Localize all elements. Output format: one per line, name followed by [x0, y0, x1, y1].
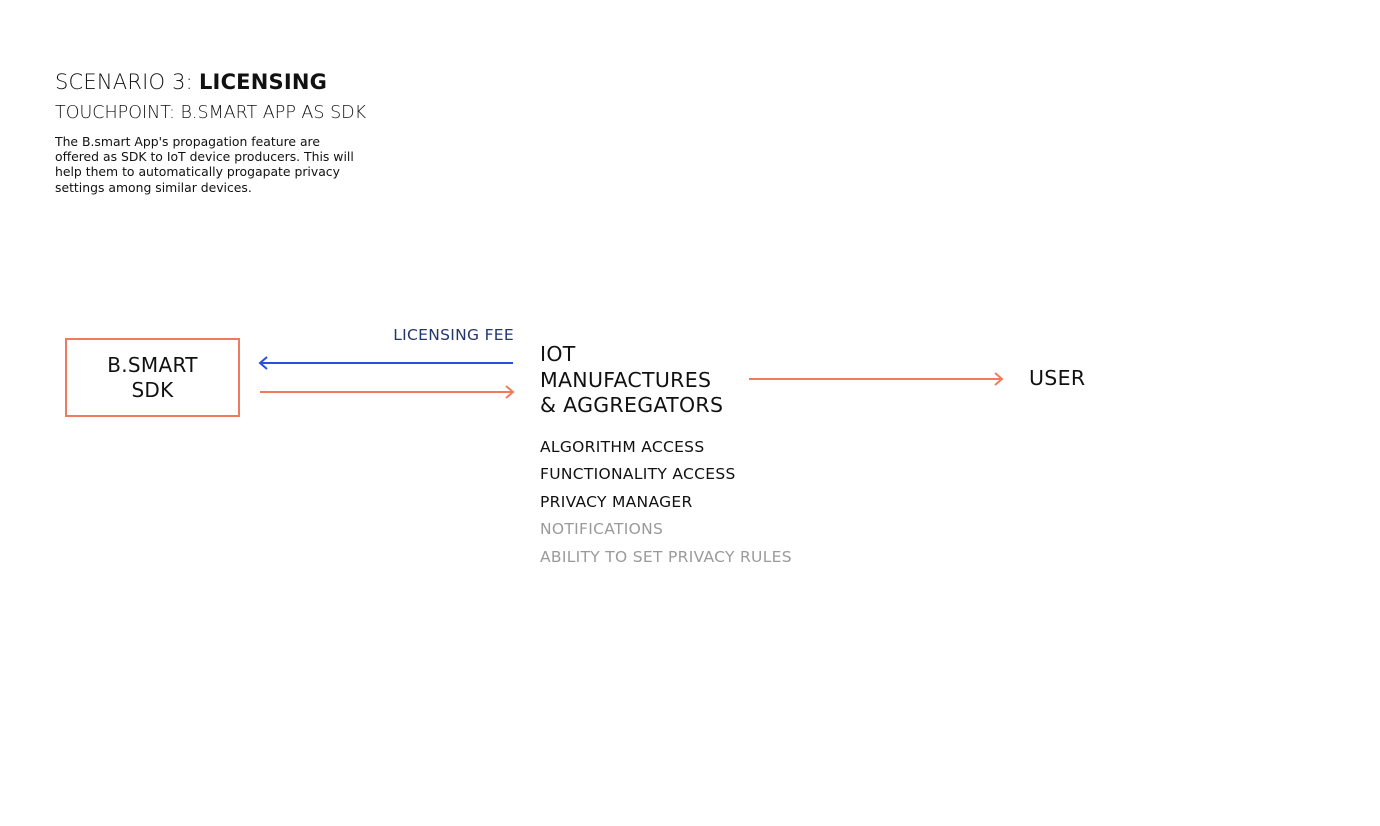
scenario-prefix: SCENARIO 3: [55, 70, 193, 94]
benefit-privacy-manager: PRIVACY MANAGER [540, 492, 693, 511]
iot-node-line1: IOT [540, 342, 576, 366]
user-node: USER [1029, 366, 1086, 390]
sdk-node-line1: B.SMART [107, 352, 198, 377]
licensing-fee-label: LICENSING FEE [393, 326, 514, 344]
sdk-node-line2: SDK [131, 377, 174, 402]
sdk-node: B.SMART SDK [65, 338, 240, 417]
licensing-fee-arrow [258, 356, 513, 370]
iot-node-line2: MANUFACTURES [540, 367, 712, 392]
header: SCENARIO 3:LICENSING TOUCHPOINT: B.SMART… [55, 68, 395, 195]
benefit-algorithm-access: ALGORITHM ACCESS [540, 438, 705, 456]
sdk-to-iot-arrow [260, 385, 515, 399]
scenario-description: The B.smart App's propagation feature ar… [55, 134, 354, 195]
touchpoint-subtitle: TOUCHPOINT: B.SMART APP AS SDK [55, 103, 367, 123]
iot-node: IOT MANUFACTURES & AGGREGATORS [540, 342, 723, 419]
benefit-notifications: NOTIFICATIONS [540, 520, 664, 539]
iot-to-user-arrow [749, 372, 1004, 386]
benefit-privacy-rules: ABILITY TO SET PRIVACY RULES [540, 547, 792, 566]
benefit-list: ALGORITHM ACCESS FUNCTIONALITY ACCESS PR… [540, 434, 792, 571]
iot-node-line3: & AGGREGATORS [540, 393, 724, 417]
benefit-functionality-access: FUNCTIONALITY ACCESS [540, 465, 736, 484]
page-title: SCENARIO 3:LICENSING [55, 68, 395, 96]
scenario-title: LICENSING [198, 70, 328, 94]
